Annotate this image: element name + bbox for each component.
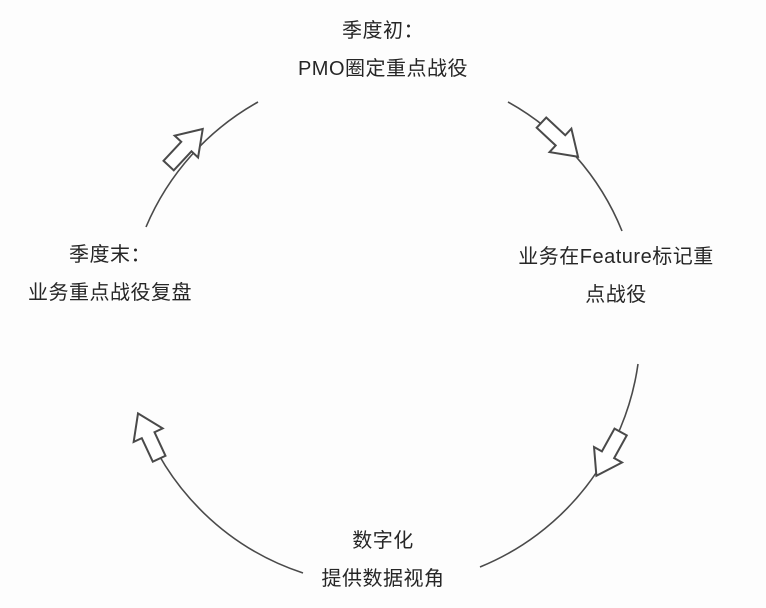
node-label-line: 提供数据视角 xyxy=(321,568,445,590)
node-digitalization: 数字化 提供数据视角 xyxy=(283,522,483,598)
arc-left-to-top xyxy=(145,101,259,228)
cycle-arrow-bottom-left-icon xyxy=(132,411,167,464)
node-label-line: 业务重点战役复盘 xyxy=(28,282,192,304)
arc-right-to-bottom xyxy=(479,363,639,568)
cycle-arrow-top-left-icon xyxy=(162,127,204,172)
node-quarter-end: 季度末： 业务重点战役复盘 xyxy=(8,236,212,312)
node-label-line: 业务在Feature标记重 xyxy=(518,246,714,268)
arc-top-to-right xyxy=(507,101,623,232)
cycle-arrow-bottom-right-icon xyxy=(592,427,629,478)
node-label-line: 季度末： xyxy=(69,244,151,266)
node-feature-mark: 业务在Feature标记重 点战役 xyxy=(505,238,727,314)
arc-bottom-to-left xyxy=(140,415,304,574)
node-label-line: 季度初： xyxy=(342,20,424,42)
node-label-line: PMO圈定重点战役 xyxy=(297,58,469,80)
node-label-line: 点战役 xyxy=(585,284,647,306)
node-label-line: 数字化 xyxy=(352,530,414,552)
cycle-arrow-top-right-icon xyxy=(535,116,580,158)
node-quarter-start: 季度初： PMO圈定重点战役 xyxy=(183,12,583,88)
